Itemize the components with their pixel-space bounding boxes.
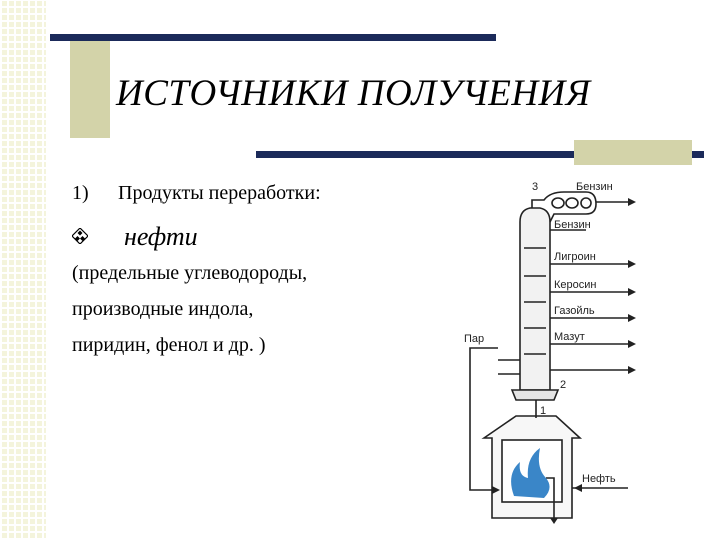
item-text: Продукты переработки: bbox=[118, 182, 321, 204]
navy-accent-bar-middle bbox=[256, 151, 704, 158]
marker-3: 3 bbox=[532, 181, 538, 193]
olive-accent-block-right bbox=[574, 140, 692, 165]
label-gazoil: Газойль bbox=[554, 305, 595, 317]
olive-accent-block bbox=[70, 38, 110, 138]
label-benzin-top: Бензин bbox=[576, 181, 613, 193]
label-kerosin: Керосин bbox=[554, 279, 596, 291]
item-number: 1) bbox=[72, 182, 89, 204]
slide-title: ИСТОЧНИКИ ПОЛУЧЕНИЯ bbox=[116, 73, 591, 114]
description-line-2: производные индола, bbox=[72, 298, 254, 320]
description-line-1: (предельные углеводороды, bbox=[72, 262, 308, 284]
side-pattern-decoration bbox=[0, 0, 46, 540]
diamond-bullet-icon bbox=[72, 228, 88, 244]
bullet-text: нефти bbox=[124, 222, 198, 251]
label-par: Пар bbox=[464, 333, 484, 345]
marker-1: 1 bbox=[540, 405, 546, 417]
steam-pipe bbox=[469, 347, 498, 440]
tower-base bbox=[510, 389, 560, 401]
condenser bbox=[531, 191, 597, 223]
marker-2: 2 bbox=[560, 379, 566, 391]
distillation-diagram: 3 Бензин Бензин Лигроин Керосин Газойль … bbox=[464, 181, 636, 524]
distillation-tower bbox=[519, 207, 551, 391]
description-line-3: пиридин, фенол и др. ) bbox=[72, 334, 266, 356]
navy-accent-bar-top bbox=[50, 34, 496, 41]
flame-icon bbox=[511, 448, 550, 498]
label-ligroin: Лигроин bbox=[554, 251, 596, 263]
label-mazut: Мазут bbox=[554, 331, 585, 343]
label-neft: Нефть bbox=[582, 473, 616, 485]
label-benzin: Бензин bbox=[554, 219, 591, 231]
